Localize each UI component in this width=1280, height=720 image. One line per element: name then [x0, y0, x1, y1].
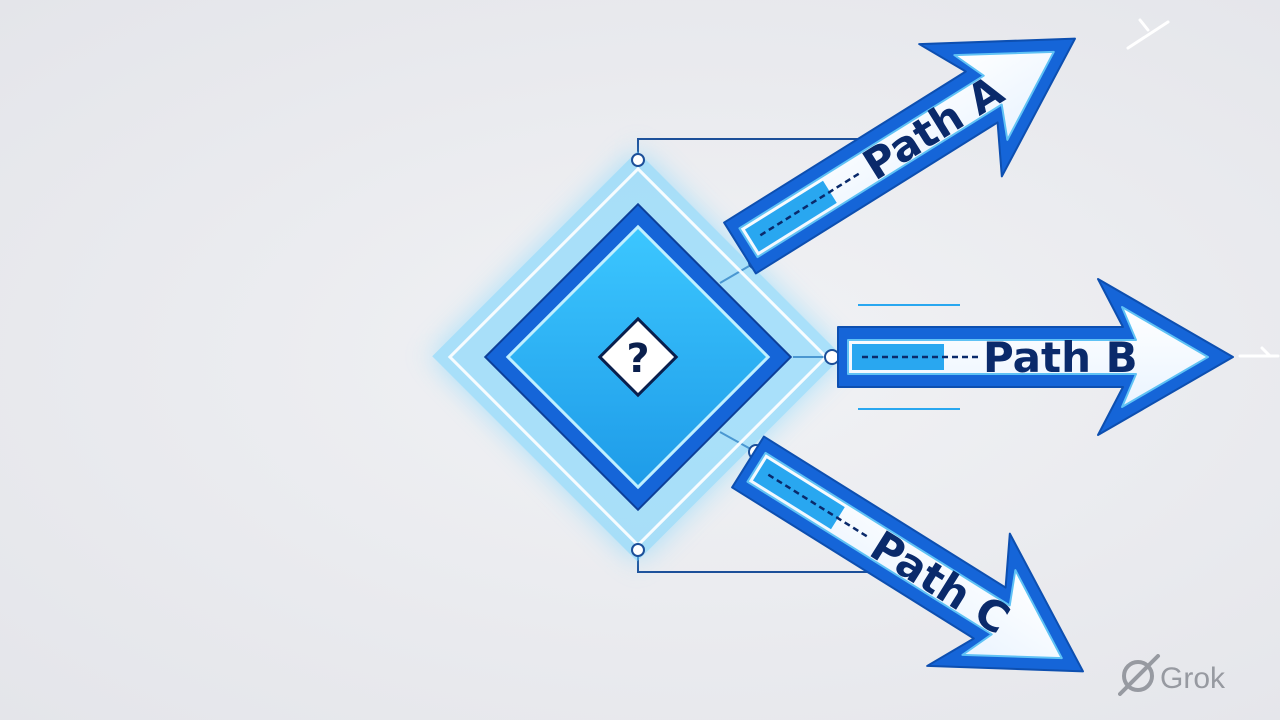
- decision-symbol: ?: [626, 336, 649, 382]
- path-b-label: Path B: [983, 333, 1138, 382]
- path-b-arrow: Path B: [836, 277, 1235, 437]
- path-c-arrow: Path C: [705, 394, 1126, 720]
- grok-watermark: Grok: [1118, 654, 1226, 696]
- grok-logo-icon: [1118, 654, 1160, 696]
- watermark-text: Grok: [1160, 662, 1226, 695]
- question-icon: ?: [597, 316, 679, 398]
- sparkle-icon: [1126, 18, 1280, 358]
- path-a-arrow: Path A: [697, 0, 1118, 316]
